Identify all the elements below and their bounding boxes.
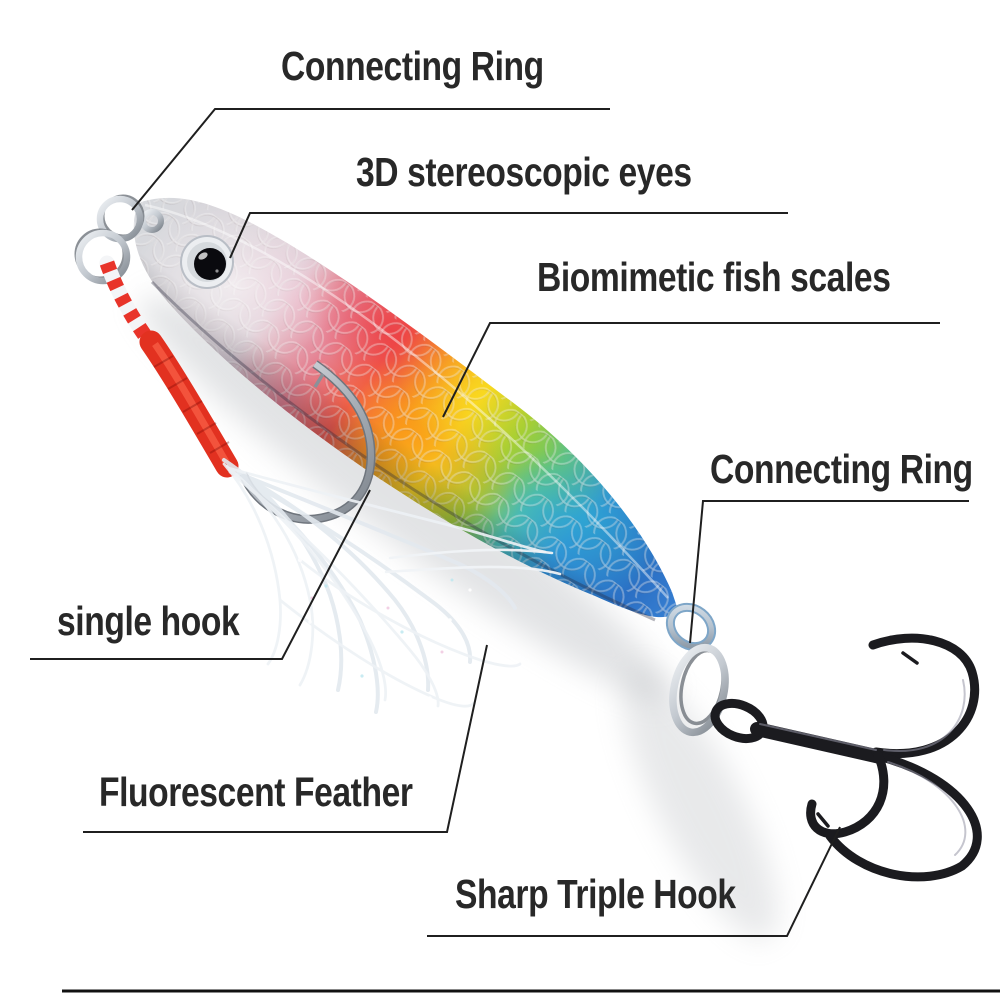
callout-line-single-hook [30,489,371,660]
lure-3d-eye [180,235,234,289]
treble-hook-shank [750,722,887,764]
label-connecting-ring-top: Connecting Ring [281,43,544,89]
feather-sparkles [298,558,480,700]
rear-connecting-ring [665,602,729,737]
callout-line-connecting-ring-rear [689,500,969,644]
hook-barb [313,373,325,388]
callout-lines [30,108,969,937]
label-fish-scales: Biomimetic fish scales [537,254,891,300]
fluorescent-feather [222,458,562,714]
callout-line-fish-scales [442,322,940,418]
callout-line-fluorescent-feather [83,644,488,833]
label-connecting-ring-rear: Connecting Ring [710,446,973,492]
treble-hook [710,633,982,882]
label-single-hook: single hook [57,598,240,644]
front-connecting-rings [74,194,164,285]
callout-line-stereoscopic-eyes [229,212,788,259]
assist-cord [99,255,239,478]
callout-line-connecting-ring-top [131,108,610,211]
callout-line-sharp-triple-hook [427,826,841,937]
tinsel-strands [384,548,562,576]
label-sharp-triple-hook: Sharp Triple Hook [455,871,736,917]
label-fluorescent-feather: Fluorescent Feather [99,769,413,815]
treble-hook-eye [710,698,768,744]
label-stereoscopic-eyes: 3D stereoscopic eyes [356,149,692,195]
